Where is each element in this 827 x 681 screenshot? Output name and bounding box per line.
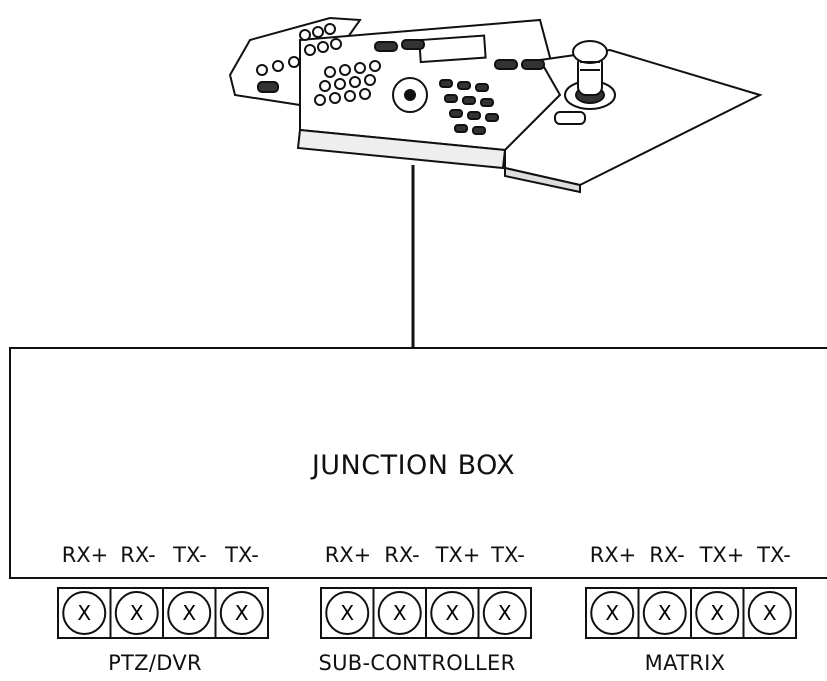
group-label-matrix: MATRIX (644, 651, 726, 675)
terminal-symbol: X (77, 601, 91, 625)
terminal-screw (642, 591, 687, 635)
terminal-screw (219, 591, 264, 635)
terminal-screw (325, 591, 370, 635)
group-label-sub-controller: SUB-CONTROLLER (318, 651, 516, 675)
pin-label: RX- (649, 543, 685, 567)
terminal-screw (377, 591, 422, 635)
terminal-symbol: X (710, 601, 724, 625)
terminal-screw (590, 591, 635, 635)
terminal-symbol: X (498, 601, 512, 625)
terminal-symbol: X (182, 601, 196, 625)
terminal-screw (695, 591, 740, 635)
terminal-screw (747, 591, 792, 635)
terminal-symbol: X (763, 601, 777, 625)
pin-label: TX- (225, 543, 259, 567)
terminal-screw (167, 591, 212, 635)
terminal-screw (114, 591, 159, 635)
terminal-symbol: X (445, 601, 459, 625)
pin-label: TX+ (699, 543, 745, 567)
terminal-screw (430, 591, 475, 635)
pin-label: RX- (384, 543, 420, 567)
pin-label: TX- (491, 543, 525, 567)
pin-label: RX- (120, 543, 156, 567)
pin-label: TX- (757, 543, 791, 567)
terminal-symbol: X (340, 601, 354, 625)
terminal-symbol: X (605, 601, 619, 625)
terminal-screw (62, 591, 107, 635)
pin-label: TX+ (435, 543, 481, 567)
terminal-symbol: X (130, 601, 144, 625)
pin-label: RX+ (324, 543, 372, 567)
ptz-keyboard-controller-icon (228, 16, 763, 194)
terminal-symbol: X (393, 601, 407, 625)
junction-box-title: JUNCTION BOX (311, 450, 516, 481)
pin-label: RX+ (61, 543, 109, 567)
terminal-symbol: X (235, 601, 249, 625)
group-label-ptz-dvr: PTZ/DVR (108, 651, 202, 675)
junction-box (9, 347, 827, 579)
terminal-symbol: X (658, 601, 672, 625)
terminal-screw (482, 591, 527, 635)
pin-label: TX- (173, 543, 207, 567)
pin-label: RX+ (589, 543, 637, 567)
